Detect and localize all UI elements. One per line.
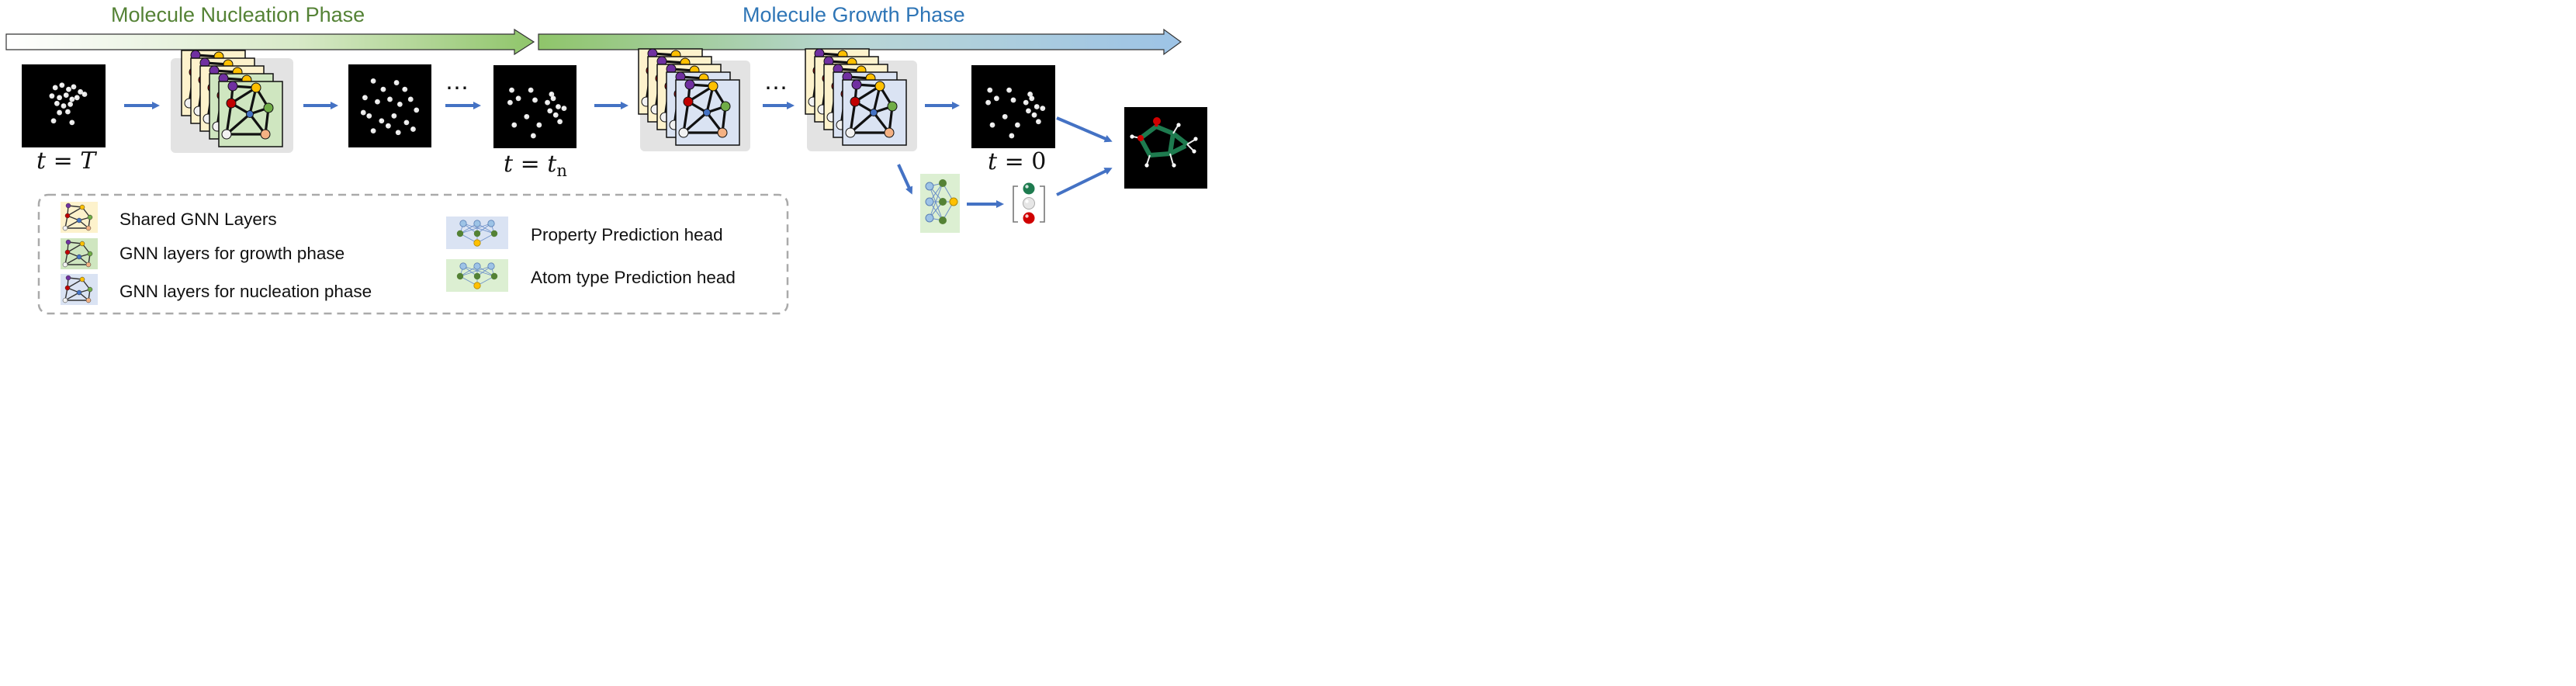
gnn-layer-icon [61,238,98,269]
gnn-layer-icon [61,274,98,305]
legend-nucleation-gnn-label: GNN layers for nucleation phase [119,282,372,301]
ellipsis-2: ⋯ [764,75,789,101]
gnn-layer-icon [61,202,98,233]
point-cloud-icon [493,65,576,148]
legend-growth-gnn-label: GNN layers for growth phase [119,244,345,263]
point-cloud-icon [22,64,106,147]
flow-arrow [1056,116,1113,143]
point-cloud-icon [348,64,431,147]
growth-phase-title: Molecule Growth Phase [743,3,965,26]
legend-atom-type-head-label: Atom type Prediction head [531,268,736,287]
mlp-head-icon [446,217,508,249]
diagram-canvas [5,28,1207,315]
ellipsis-1: ⋯ [445,75,470,101]
timestep-label-tn: t = tn [504,151,567,180]
legend-shared-gnn-label: Shared GNN Layers [119,210,277,229]
legend-property-head-label: Property Prediction head [531,225,723,244]
point-cloud-icon [971,65,1055,148]
nucleation-phase-arrow [5,28,535,56]
molecule-3d-icon [1124,107,1207,189]
gnn-stack-icon [805,48,917,151]
flow-arrow [1056,168,1113,196]
flow-arrow [897,164,913,195]
timestep-label-0: t = 0 [988,148,1047,175]
nucleation-phase-title: Molecule Nucleation Phase [111,3,365,26]
legend-box [37,193,789,315]
gnn-stack-icon [638,48,750,151]
atom-type-vector-icon [1013,182,1045,224]
gnn-stack-icon [171,50,293,153]
timestep-label-T: t = T [36,147,96,175]
mlp-head-icon [446,259,508,292]
mlp-head-icon [920,174,960,233]
